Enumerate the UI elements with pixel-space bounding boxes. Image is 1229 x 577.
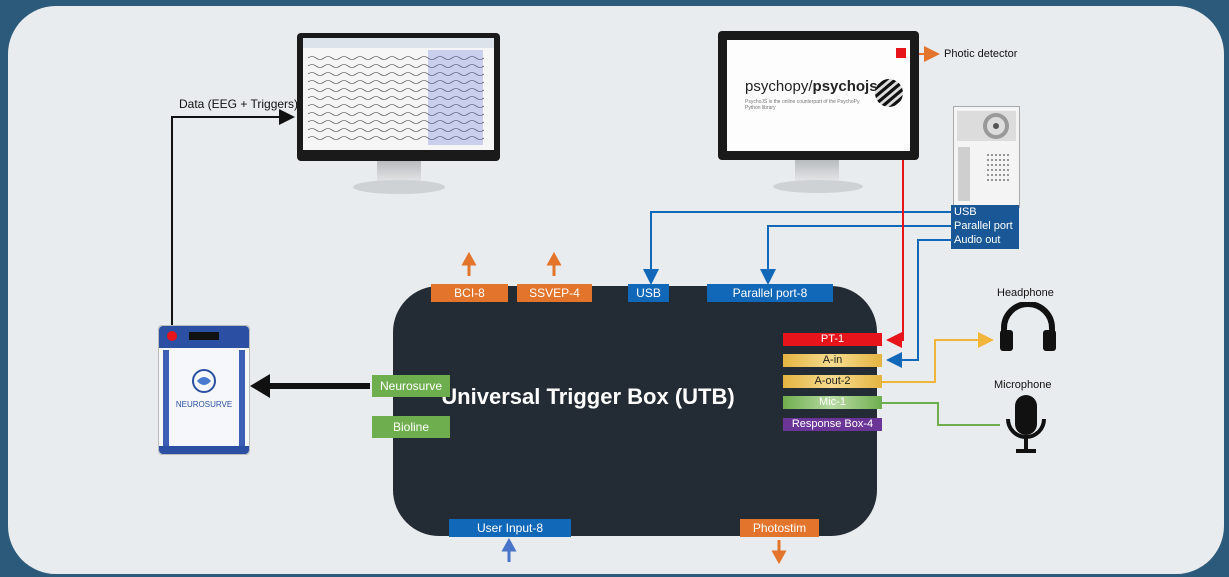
port-response: Response Box-4 xyxy=(783,418,882,431)
psychopy-title: psychopy/ xyxy=(745,78,813,95)
headphone-label: Headphone xyxy=(997,287,1054,299)
microphone-icon xyxy=(1006,395,1046,453)
port-bci: BCI-8 xyxy=(431,284,508,302)
neurosurve-device: NEUROSURVE xyxy=(158,325,250,455)
port-pt: PT-1 xyxy=(783,333,882,346)
data-label: Data (EEG + Triggers) xyxy=(179,97,299,111)
port-aout: A-out-2 xyxy=(783,375,882,388)
port-ain: A-in xyxy=(783,354,882,367)
computer-usb-label: USB xyxy=(954,206,977,218)
headphone-icon xyxy=(1000,302,1056,351)
power-icon xyxy=(167,331,177,341)
port-mic: Mic-1 xyxy=(783,396,882,409)
user-input-arrow xyxy=(501,537,517,562)
photic-detector-label: Photic detector xyxy=(944,48,1018,60)
computer-graphic xyxy=(957,111,1016,201)
computer-port-panel xyxy=(951,205,1019,249)
port-usb: USB xyxy=(628,284,669,302)
device-name: NEUROSURVE xyxy=(175,400,233,409)
microphone-label: Microphone xyxy=(994,379,1052,391)
brain-logo-icon xyxy=(192,369,216,393)
computer-tower xyxy=(953,106,1020,208)
bci-arrow xyxy=(461,251,477,276)
headphone-line xyxy=(882,332,994,383)
eeg-screen xyxy=(303,38,494,150)
ssvep-arrow xyxy=(546,251,562,276)
eeg-waveform xyxy=(303,38,494,145)
audio-line xyxy=(886,239,952,368)
port-photostim: Photostim xyxy=(740,519,819,537)
utb-title: Universal Trigger Box (UTB) xyxy=(441,384,735,409)
psychojs-description: PsychoJS is the online counterpart of th… xyxy=(745,99,860,111)
psychojs-title: psychojs xyxy=(812,78,878,95)
grating-stimulus xyxy=(875,79,903,107)
port-ssvep: SSVEP-4 xyxy=(517,284,592,302)
data-line xyxy=(171,109,295,325)
neurosurve-arrow xyxy=(250,374,370,398)
port-neurosurve: Neurosurve xyxy=(372,375,450,397)
parallel-line xyxy=(760,225,952,285)
port-parallel: Parallel port-8 xyxy=(707,284,833,302)
mic-line xyxy=(882,402,1000,426)
photostim-arrow xyxy=(771,540,787,565)
computer-audio-label: Audio out xyxy=(954,234,1001,246)
stimulus-screen: psychopy/psychojs PsychoJS is the online… xyxy=(727,40,910,151)
computer-parallel-label: Parallel port xyxy=(954,220,1013,232)
port-user-input: User Input-8 xyxy=(449,519,571,537)
usb-line xyxy=(643,211,952,285)
photic-sensor xyxy=(896,48,906,58)
port-bioline: Bioline xyxy=(372,416,450,438)
utb-box xyxy=(393,286,877,536)
